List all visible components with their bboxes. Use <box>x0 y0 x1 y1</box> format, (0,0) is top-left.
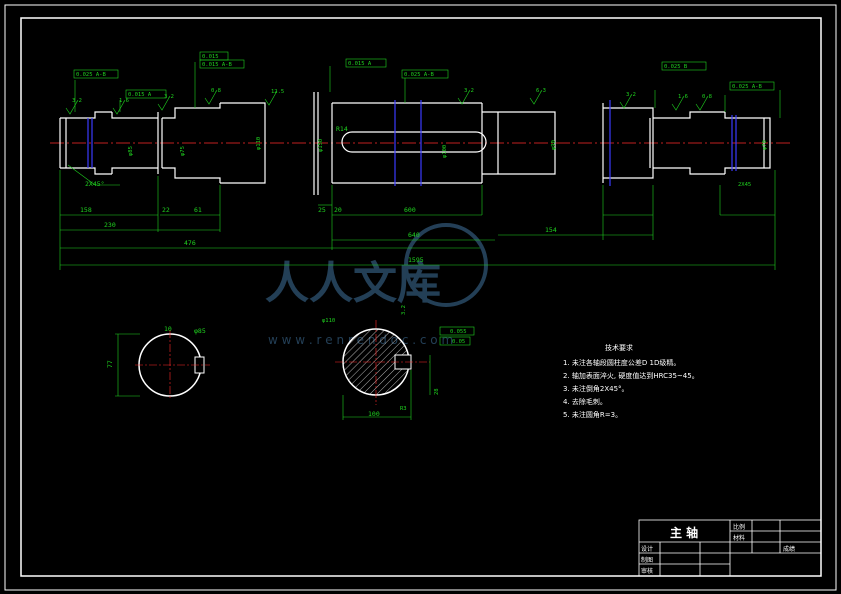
hidden-lines <box>87 100 737 186</box>
dim-61: 61 <box>194 206 202 214</box>
tolerance-frames <box>73 51 775 99</box>
roughness-1: 3.2 <box>72 98 82 104</box>
roughness-values: 3.2 1.6 3.2 0.8 12.5 3.2 6.3 3.2 1.6 0.8 <box>72 88 712 104</box>
dim-158: 158 <box>80 206 92 214</box>
tech-item-5: 5. 未注圆角R=3。 <box>563 410 622 419</box>
dimension-lines <box>59 62 781 270</box>
tech-item-2: 2. 轴加表面淬火, 硬度值达到HRC35~45。 <box>563 371 699 380</box>
tolerance-1: 0.025 A-B <box>76 72 106 78</box>
roughness-5: 12.5 <box>271 89 284 95</box>
section-right-key: 28 <box>434 388 440 395</box>
section-left-dia: φ85 <box>194 327 206 335</box>
section-right-rough: 3.2 <box>401 305 407 315</box>
tolerance-5: 0.015 A <box>348 61 372 67</box>
dim-25: 25 <box>318 206 326 214</box>
tolerance-3: 0.015 <box>202 54 219 60</box>
outer-frame <box>4 4 837 591</box>
tolerance-4: 0.015 A-B <box>202 62 232 68</box>
dim-110: φ110 <box>256 137 262 150</box>
watermark-text: 人人文库 <box>265 258 441 309</box>
watermark: 人人文库 w w w . r e n r e n d o c . c o m <box>265 223 488 347</box>
checker-label: 审核 <box>641 567 653 575</box>
tolerance-6: 0.025 A-B <box>404 72 434 78</box>
dimension-texts: 158 230 476 1595 640 600 22 61 154 25 20… <box>80 125 768 264</box>
school-label: 成绩 <box>783 545 795 553</box>
designer-label: 设计 <box>641 545 653 553</box>
tech-item-1: 1. 未注各轴段圆柱度公差D 1D级精。 <box>563 358 680 367</box>
tech-heading: 技术要求 <box>605 343 633 352</box>
roughness-8: 3.2 <box>626 92 636 98</box>
dim-154: 154 <box>545 226 557 234</box>
dim-20: 20 <box>334 206 342 214</box>
section-right-tol1: 0.055 <box>450 329 467 335</box>
title-block <box>638 519 822 577</box>
dim-476: 476 <box>184 239 196 247</box>
section-left-side: 77 <box>106 360 114 368</box>
dim-600: 600 <box>404 206 416 214</box>
dim-90: φ90 <box>551 140 557 150</box>
dim-1595: 1595 <box>408 256 424 264</box>
dim-640: 640 <box>408 231 420 239</box>
section-right-dia: φ110 <box>322 318 335 324</box>
dim-230: 230 <box>104 221 116 229</box>
section-right-bottom: 100 <box>368 410 380 418</box>
section-left-top: 10 <box>164 325 172 333</box>
section-right-tol2: 0.05 <box>452 339 465 345</box>
roughness-10: 0.8 <box>702 94 712 100</box>
tolerance-7: 0.025 B <box>664 64 688 70</box>
chamfer-right: 2X45 <box>738 182 751 188</box>
section-right-gap: R3 <box>400 406 407 412</box>
inner-frame <box>20 17 822 577</box>
tech-item-4: 4. 去除毛刺。 <box>563 397 607 406</box>
dim-100: φ100 <box>442 145 448 158</box>
drawer-label: 制图 <box>641 556 653 564</box>
section-right: φ110 100 28 R3 0.055 0.05 3.2 <box>322 305 475 420</box>
dim-22: 22 <box>162 206 170 214</box>
section-left: 10 φ85 77 <box>106 325 210 400</box>
roughness-9: 1.6 <box>678 94 688 100</box>
tolerance-texts: 0.025 A-B 0.015 A 0.015 0.015 A-B 0.015 … <box>76 54 762 98</box>
shaft-outline <box>59 92 771 195</box>
roughness-7: 6.3 <box>536 88 546 94</box>
chamfer-left: 2X45° <box>85 180 105 188</box>
tolerance-8: 0.025 A-B <box>732 84 762 90</box>
scale-label: 比例 <box>733 523 745 531</box>
dim-70: φ70 <box>762 140 768 150</box>
tech-item-3: 3. 未注倒角2X45°。 <box>563 384 629 393</box>
roughness-symbols <box>65 89 709 115</box>
dim-150: φ150 <box>318 139 324 152</box>
tech-requirements: 技术要求 1. 未注各轴段圆柱度公差D 1D级精。 2. 轴加表面淬火, 硬度值… <box>563 343 699 419</box>
material-label: 材料 <box>733 534 745 542</box>
roughness-2: 1.6 <box>119 98 129 104</box>
dim-75: φ75 <box>180 146 186 156</box>
dim-85: φ85 <box>128 146 134 156</box>
roughness-4: 0.8 <box>211 88 221 94</box>
tolerance-2: 0.015 A <box>128 92 152 98</box>
title-block-text: 主 轴 比例 材料 设计 制图 审核 成绩 <box>641 523 795 575</box>
roughness-3: 3.2 <box>164 94 174 100</box>
drawing-title: 主 轴 <box>670 525 698 540</box>
dim-r14: R14 <box>336 125 348 133</box>
roughness-6: 3.2 <box>464 88 474 94</box>
